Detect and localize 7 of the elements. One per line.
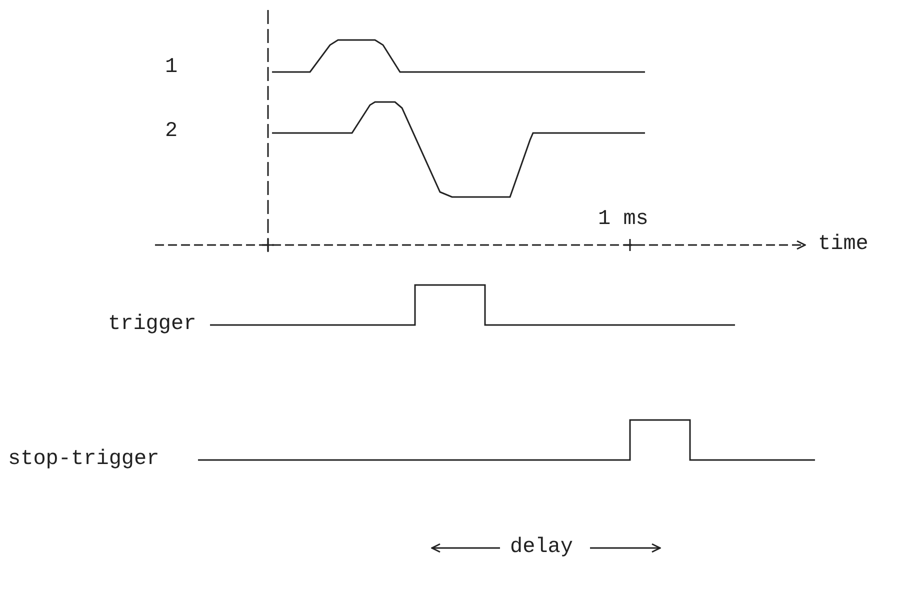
- tick-label: 1 ms: [598, 208, 648, 232]
- signal-label: stop-trigger: [8, 448, 160, 472]
- dimension-label: delay: [510, 536, 574, 560]
- axis-label: time: [818, 233, 868, 257]
- channel-label: 2: [165, 120, 178, 144]
- signal-label: trigger: [108, 313, 196, 337]
- channel-label: 1: [165, 56, 178, 80]
